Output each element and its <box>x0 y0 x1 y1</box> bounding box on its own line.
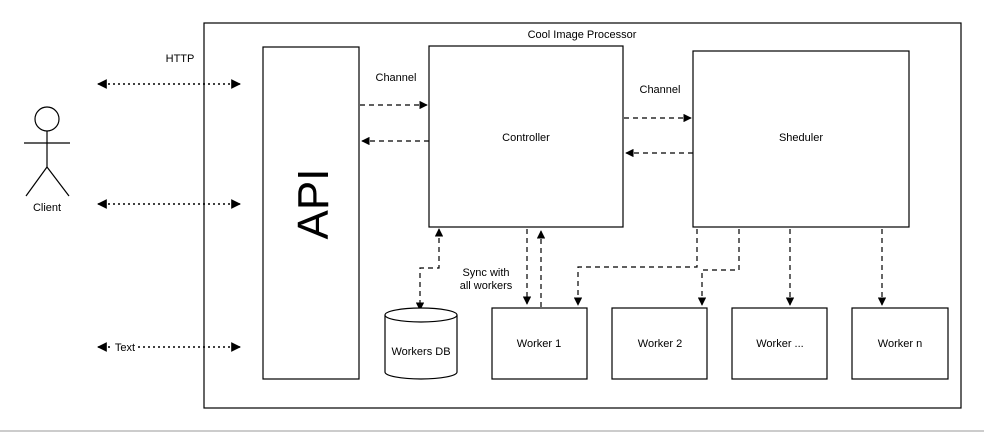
http-label: HTTP <box>166 53 195 65</box>
controller-db-connector <box>415 228 444 311</box>
system-boundary <box>203 22 962 409</box>
api-box <box>262 46 360 380</box>
workers-db-label: Workers DB <box>391 346 450 358</box>
scheduler-to-worker2-arrow <box>697 229 740 306</box>
worker-3-box <box>731 307 828 380</box>
worker-1-box <box>491 307 588 380</box>
worker-3-label: Worker ... <box>756 338 803 350</box>
controller-box <box>428 45 624 228</box>
channel-label-1: Channel <box>376 72 417 84</box>
worker-n-label: Worker n <box>878 338 922 350</box>
api-label: API <box>289 169 338 240</box>
text-connector-label: Text <box>115 342 135 354</box>
scheduler-box <box>692 50 910 228</box>
worker-n-box <box>851 307 949 380</box>
client-label: Client <box>33 202 61 214</box>
workers-db-cylinder-icon <box>384 307 458 380</box>
text-label-bg <box>113 340 137 354</box>
client-actor-icon <box>24 106 70 197</box>
system-title: Cool Image Processor <box>528 29 637 41</box>
scheduler-to-worker1-arrow <box>573 229 698 306</box>
controller-label: Controller <box>502 132 550 144</box>
scheduler-label: Sheduler <box>779 132 823 144</box>
worker-2-label: Worker 2 <box>638 338 682 350</box>
sync-label-line2: all workers <box>460 280 513 292</box>
worker-1-label: Worker 1 <box>517 338 561 350</box>
channel-label-2: Channel <box>640 84 681 96</box>
sync-label-line1: Sync with <box>462 267 509 279</box>
worker-2-box <box>611 307 708 380</box>
